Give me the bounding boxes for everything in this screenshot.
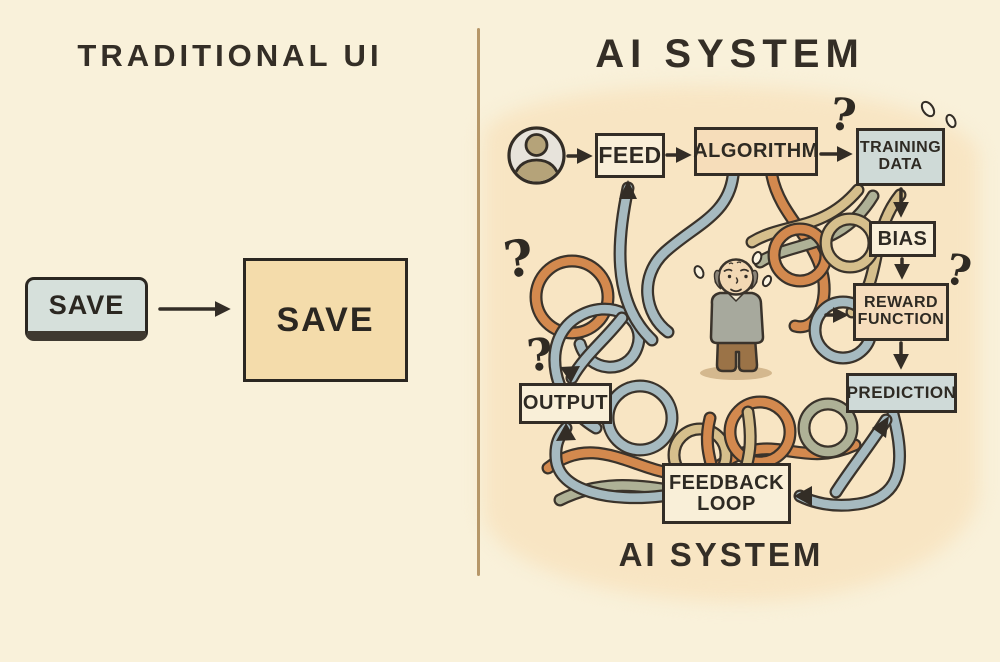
ai-system-title: AI SYSTEM <box>595 32 865 76</box>
node-reward-function: REWARD FUNCTION <box>853 283 949 341</box>
save-button[interactable]: SAVE <box>25 277 148 341</box>
node-prediction: PREDICTION <box>846 373 957 413</box>
node-bias: BIAS <box>869 221 936 257</box>
node-algorithm: ALGORITHM <box>693 127 818 176</box>
node-feedback-loop: FEEDBACK LOOP <box>662 463 791 524</box>
ai-system-caption: AI SYSTEM <box>618 536 824 573</box>
question-mark-output: ? <box>524 328 555 383</box>
node-training-data: TRAINING DATA <box>856 128 945 186</box>
traditional-ui-title: TRADITIONAL UI <box>77 38 383 73</box>
panel-divider <box>477 28 480 576</box>
node-feed: FEED <box>595 133 665 178</box>
save-result-box: SAVE <box>243 258 408 382</box>
node-output: OUTPUT <box>519 383 612 424</box>
